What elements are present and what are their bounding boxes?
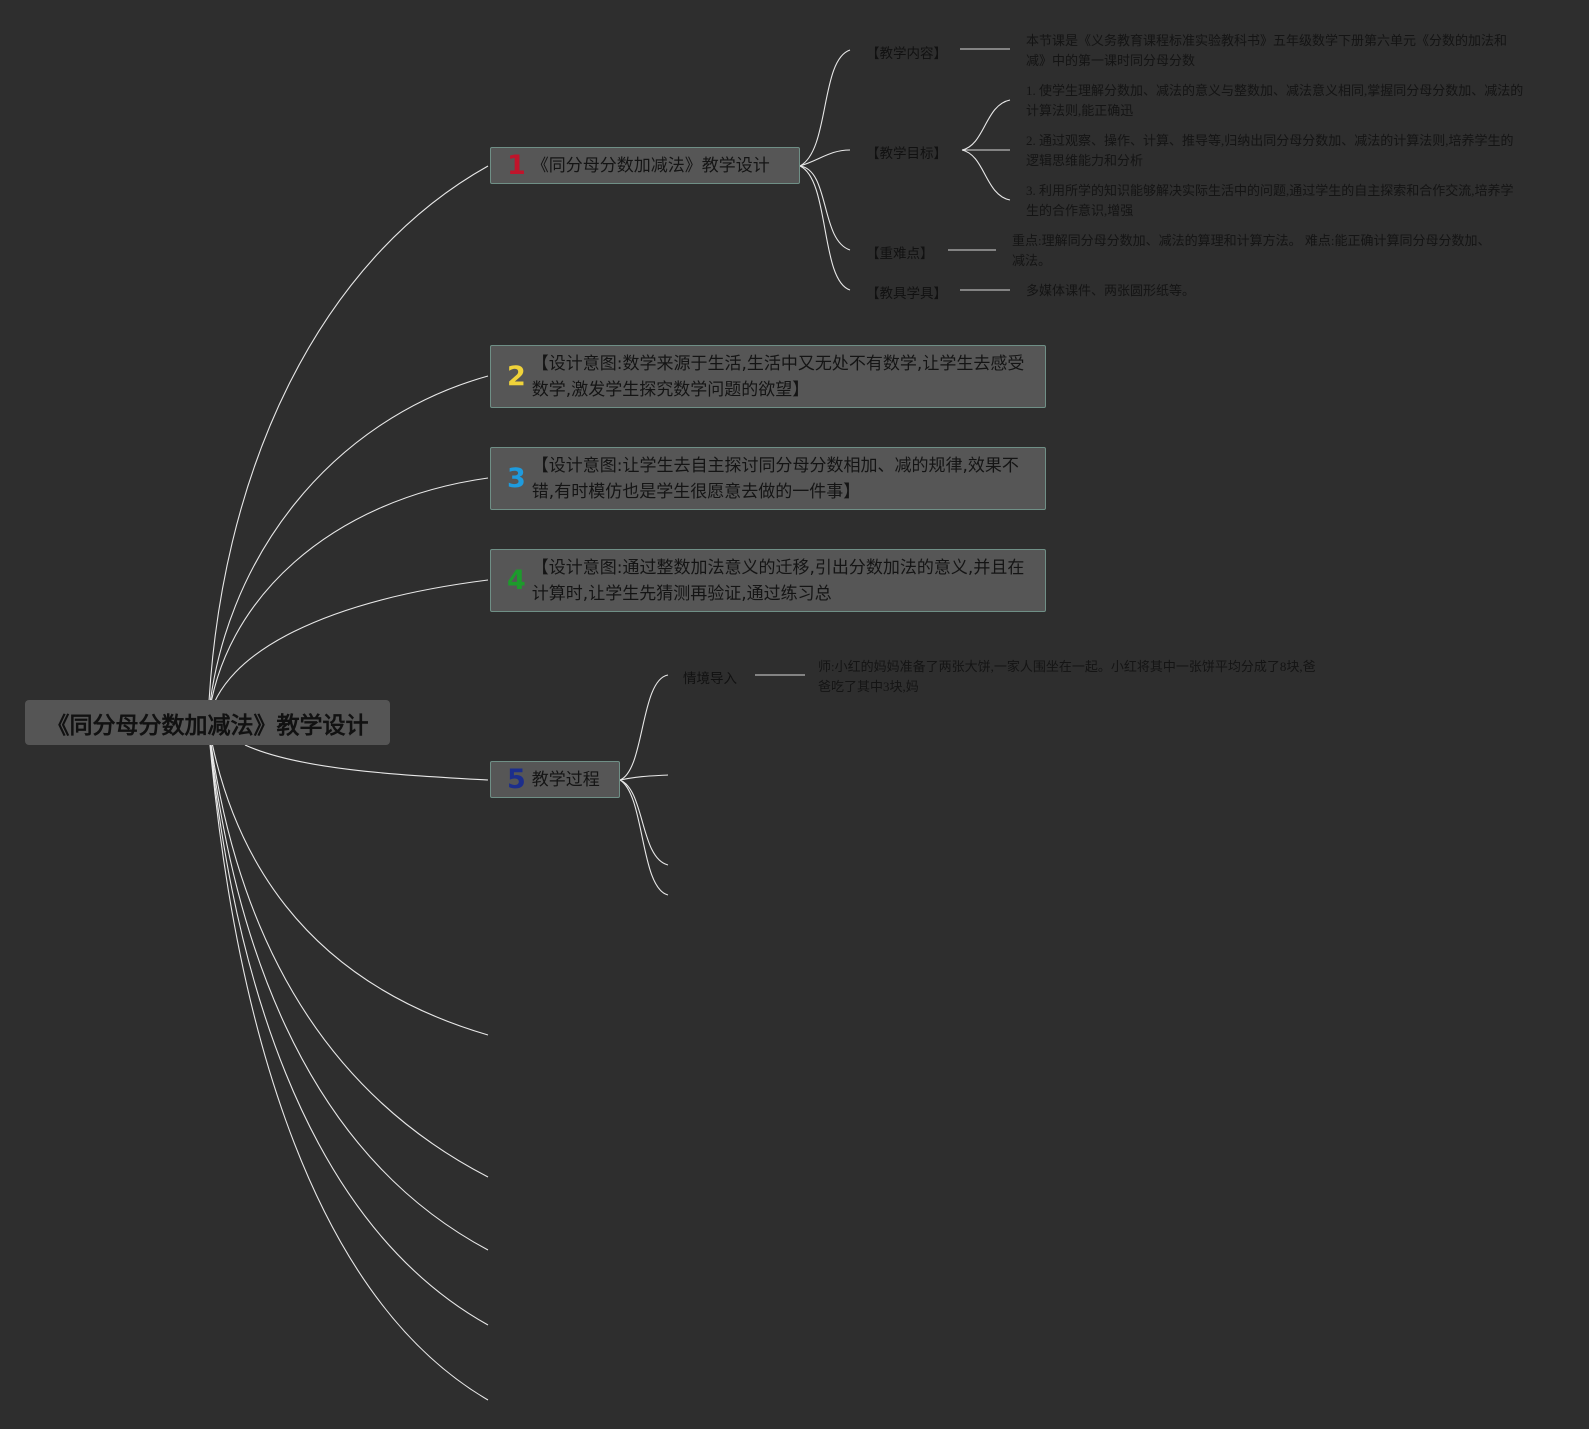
detail-objective-3: 3. 利用所学的知识能够解决实际生活中的问题,通过学生的自主探索和合作交流,培养… [1026, 183, 1514, 218]
branch-text-2: 【设计意图:数学来源于生活,生活中又无处不有数学,让学生去感受数学,激发学生探究… [531, 353, 1025, 400]
detail-scenario-intro: 师:小红的妈妈准备了两张大饼,一家人围坐在一起。小红将其中一张饼平均分成了8块,… [818, 659, 1316, 694]
branch-number-1: 1 [507, 149, 526, 181]
branch-node-5[interactable]: 5 教学过程 [490, 761, 620, 798]
detail-objective-1: 1. 使学生理解分数加、减法的意义与整数加、减法意义相同,掌握同分母分数加、减法… [1026, 83, 1524, 118]
topic-scenario-intro[interactable]: 情境导入 [683, 671, 737, 687]
branch-text-1: 《同分母分数加减法》教学设计 [531, 155, 770, 176]
branch-node-3[interactable]: 3 【设计意图:让学生去自主探讨同分母分数相加、减的规律,效果不错,有时模仿也是… [490, 447, 1046, 510]
branch-node-2[interactable]: 2 【设计意图:数学来源于生活,生活中又无处不有数学,让学生去感受数学,激发学生… [490, 345, 1046, 408]
branch-node-4[interactable]: 4 【设计意图:通过整数加法意义的迁移,引出分数加法的意义,并且在计算时,让学生… [490, 549, 1046, 612]
detail-objective-2: 2. 通过观察、操作、计算、推导等,归纳出同分母分数加、减法的计算法则,培养学生… [1026, 133, 1514, 168]
branch-node-1[interactable]: 1 《同分母分数加减法》教学设计 [490, 147, 800, 184]
detail-key-points: 重点:理解同分母分数加、减法的算理和计算方法。 难点:能正确计算同分母分数加、减… [1012, 233, 1491, 268]
branch-text-3: 【设计意图:让学生去自主探讨同分母分数相加、减的规律,效果不错,有时模仿也是学生… [531, 455, 1019, 502]
detail-teaching-aids: 多媒体课件、两张圆形纸等。 [1026, 283, 1196, 298]
topic-key-points[interactable]: 【重难点】 [866, 246, 934, 262]
branch-number-3: 3 [507, 462, 526, 494]
root-title: 《同分母分数加减法》教学设计 [46, 712, 369, 739]
topic-teaching-content[interactable]: 【教学内容】 [866, 46, 947, 62]
root-node[interactable]: 《同分母分数加减法》教学设计 [25, 700, 390, 745]
detail-teaching-content: 本节课是《义务教育课程标准实验教科书》五年级数学下册第六单元《分数的加法和减》中… [1026, 33, 1508, 68]
branch-text-5: 教学过程 [531, 769, 600, 790]
branch-number-2: 2 [507, 360, 526, 392]
branch-text-4: 【设计意图:通过整数加法意义的迁移,引出分数加法的意义,并且在计算时,让学生先猜… [531, 557, 1025, 604]
branch-number-5: 5 [507, 763, 526, 795]
branch-number-4: 4 [507, 564, 526, 596]
topic-teaching-aids[interactable]: 【教具学具】 [866, 286, 947, 302]
topic-teaching-objectives[interactable]: 【教学目标】 [866, 146, 947, 162]
